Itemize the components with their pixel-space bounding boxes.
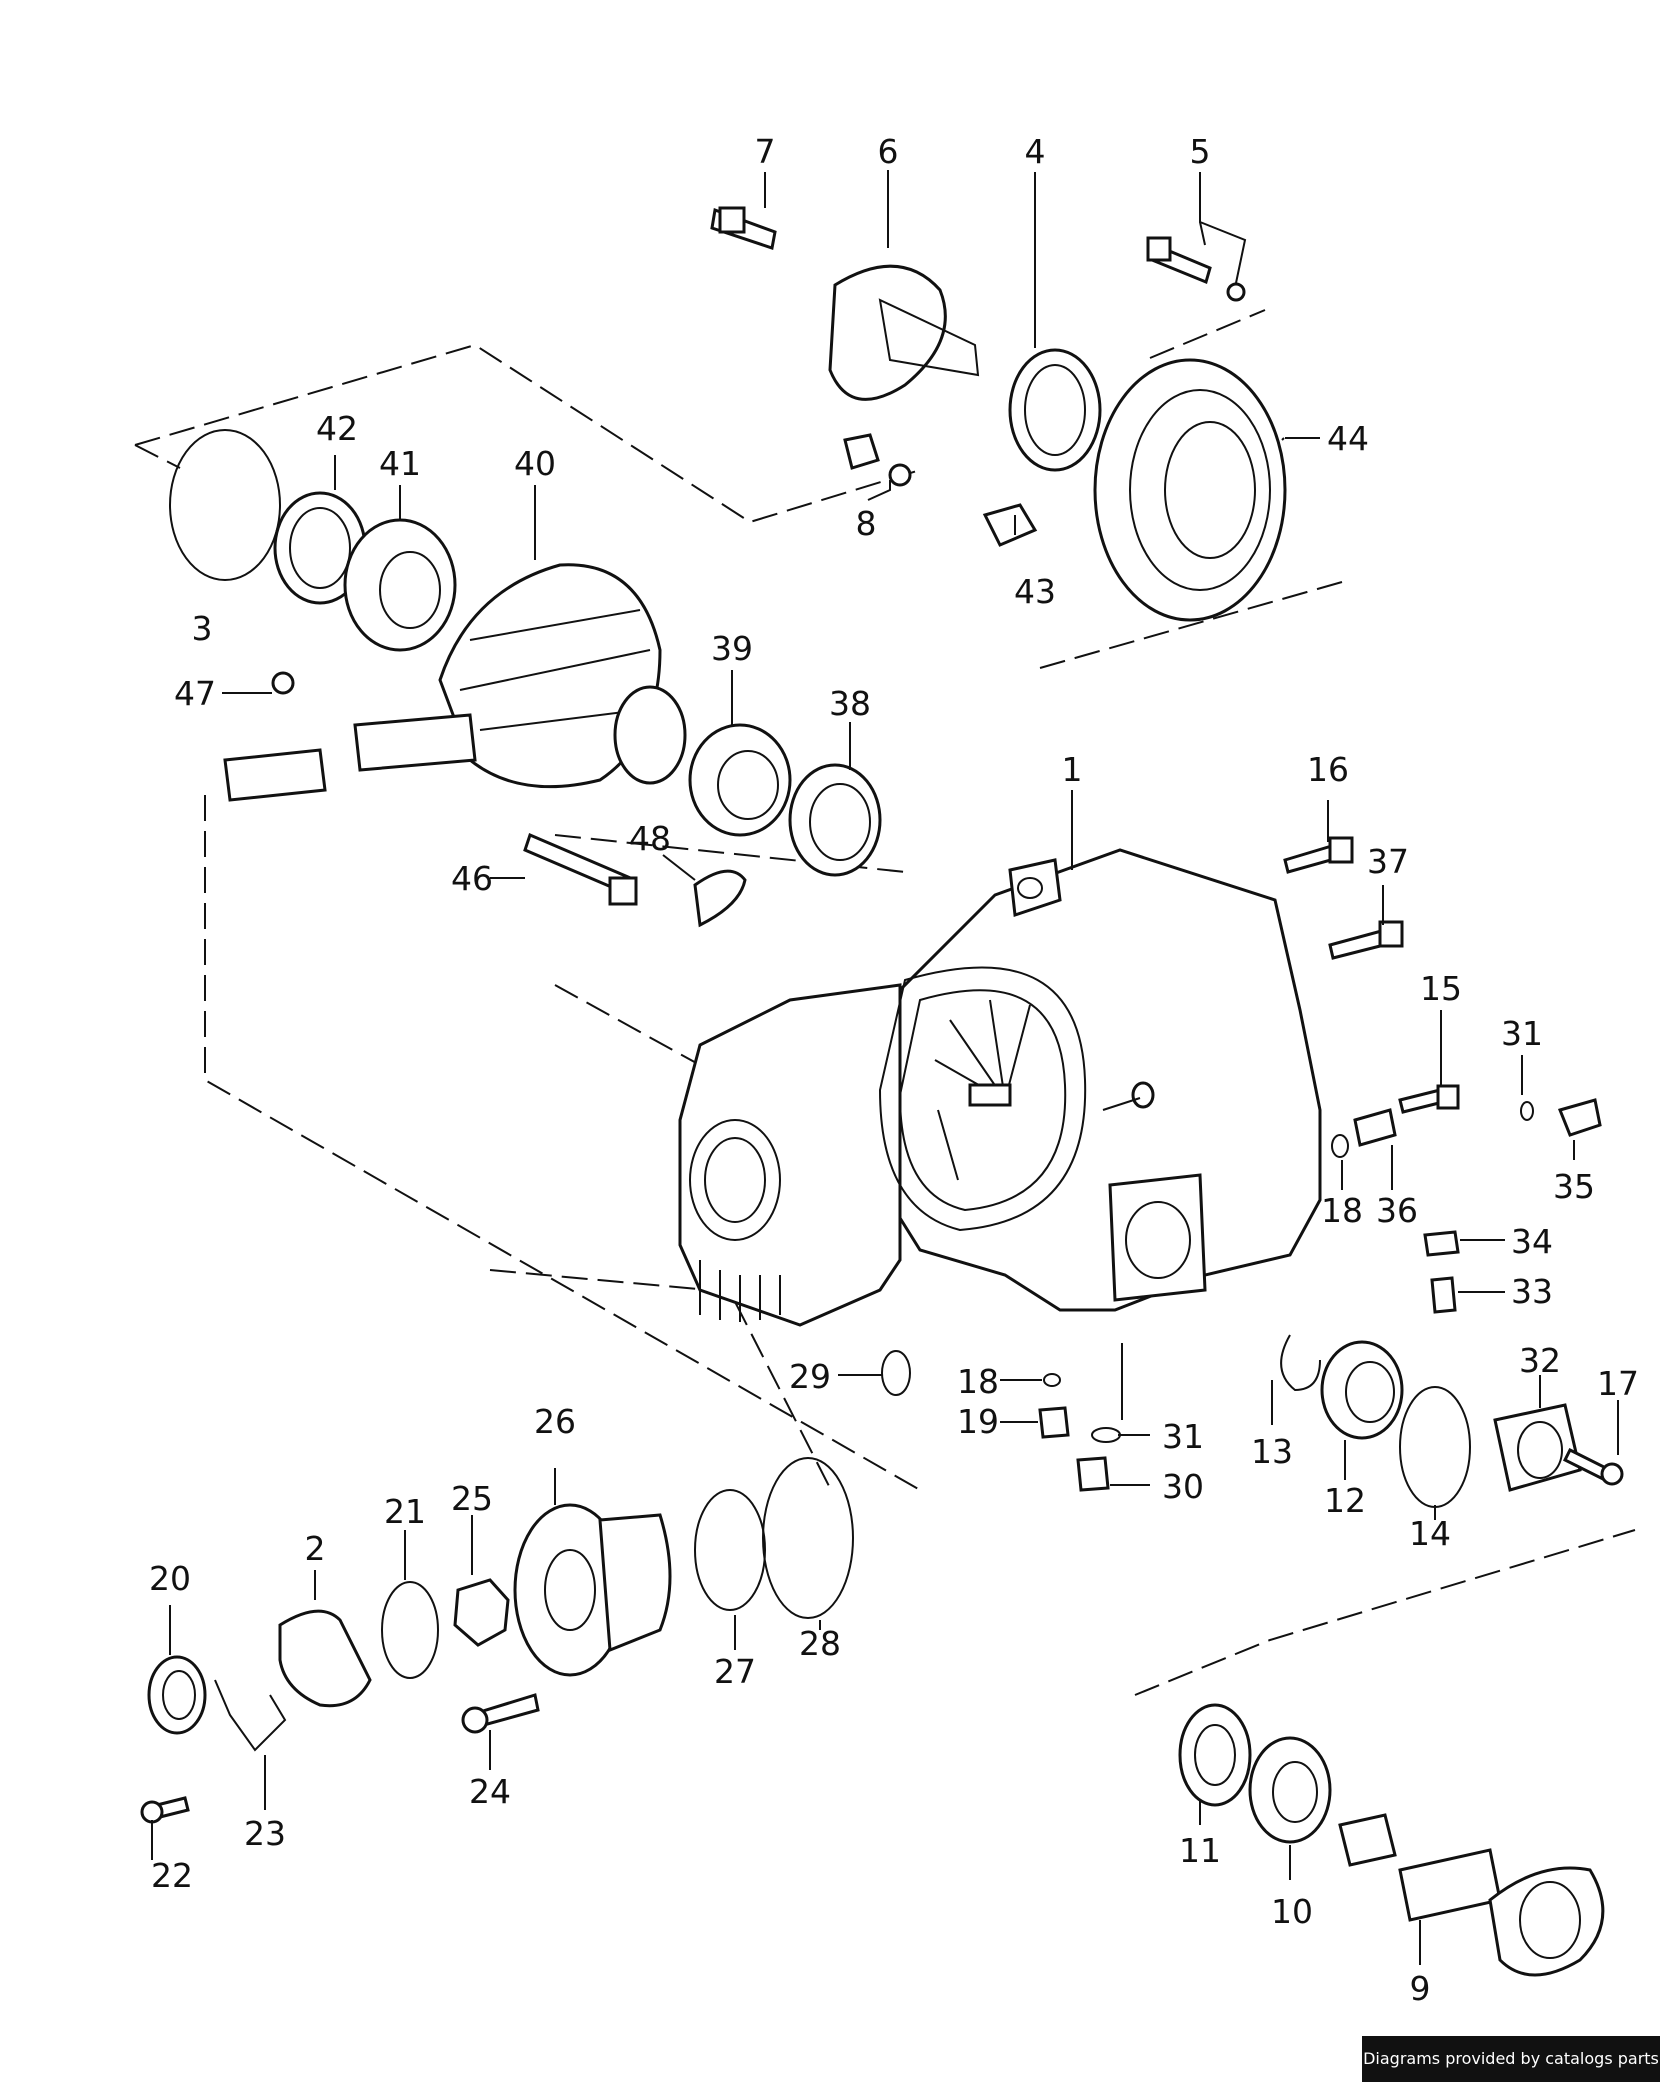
callout-labels: 1 2 3 4 5 6 7 8 9 10 11 12 13 14 15 16 1… — [149, 132, 1639, 2008]
callout-36: 36 — [1376, 1191, 1418, 1230]
callout-40: 40 — [514, 444, 556, 483]
callout-2: 2 — [305, 1529, 326, 1568]
callout-44: 44 — [1327, 419, 1369, 458]
callout-24: 24 — [469, 1772, 511, 1811]
callout-31-lower: 31 — [1162, 1417, 1204, 1456]
callout-8: 8 — [856, 504, 877, 543]
lower-left-group — [140, 1457, 854, 1824]
callout-13: 13 — [1251, 1432, 1293, 1471]
callout-9: 9 — [1410, 1969, 1431, 2008]
callout-4: 4 — [1025, 132, 1046, 171]
callout-23: 23 — [244, 1814, 286, 1853]
callout-18-upper: 18 — [1321, 1191, 1363, 1230]
callout-3: 3 — [192, 609, 213, 648]
leader-lines — [151, 170, 1619, 1965]
callout-26: 26 — [534, 1402, 576, 1441]
callout-19: 19 — [957, 1402, 999, 1441]
drain-parts — [881, 1350, 1121, 1492]
callout-22: 22 — [151, 1856, 193, 1895]
callout-34: 34 — [1511, 1222, 1553, 1261]
callout-12: 12 — [1324, 1481, 1366, 1520]
callout-20: 20 — [149, 1559, 191, 1598]
callout-33: 33 — [1511, 1272, 1553, 1311]
callout-18-lower: 18 — [957, 1362, 999, 1401]
callout-30: 30 — [1162, 1467, 1204, 1506]
transmission-housing — [678, 848, 1322, 1327]
callout-37: 37 — [1367, 842, 1409, 881]
callout-28: 28 — [799, 1624, 841, 1663]
callout-25: 25 — [451, 1479, 493, 1518]
callout-43: 43 — [1014, 572, 1056, 611]
callout-14: 14 — [1409, 1514, 1451, 1553]
pinion-group — [1178, 1703, 1605, 1977]
callout-27: 27 — [714, 1652, 756, 1691]
callout-47: 47 — [174, 674, 216, 713]
credit-banner: Diagrams provided by catalogs parts — [1362, 2036, 1660, 2082]
callout-42: 42 — [316, 409, 358, 448]
output-flange-group — [710, 206, 1287, 622]
callout-21: 21 — [384, 1492, 426, 1531]
callout-5: 5 — [1190, 132, 1211, 171]
callout-35: 35 — [1553, 1167, 1595, 1206]
callout-39: 39 — [711, 629, 753, 668]
callout-1: 1 — [1062, 750, 1083, 789]
callout-46: 46 — [451, 859, 493, 898]
callout-10: 10 — [1271, 1892, 1313, 1931]
callout-48: 48 — [629, 819, 671, 858]
callout-11: 11 — [1179, 1831, 1221, 1870]
callout-41: 41 — [379, 444, 421, 483]
callout-38: 38 — [829, 684, 871, 723]
callout-29: 29 — [789, 1357, 831, 1396]
differential-group — [169, 429, 882, 928]
callout-6: 6 — [878, 132, 899, 171]
right-side-parts — [1280, 836, 1624, 1508]
callout-15: 15 — [1420, 969, 1462, 1008]
callout-16: 16 — [1307, 750, 1349, 789]
callout-17: 17 — [1597, 1364, 1639, 1403]
callout-7: 7 — [755, 132, 776, 171]
callout-32: 32 — [1519, 1341, 1561, 1380]
callout-31-upper: 31 — [1501, 1014, 1543, 1053]
